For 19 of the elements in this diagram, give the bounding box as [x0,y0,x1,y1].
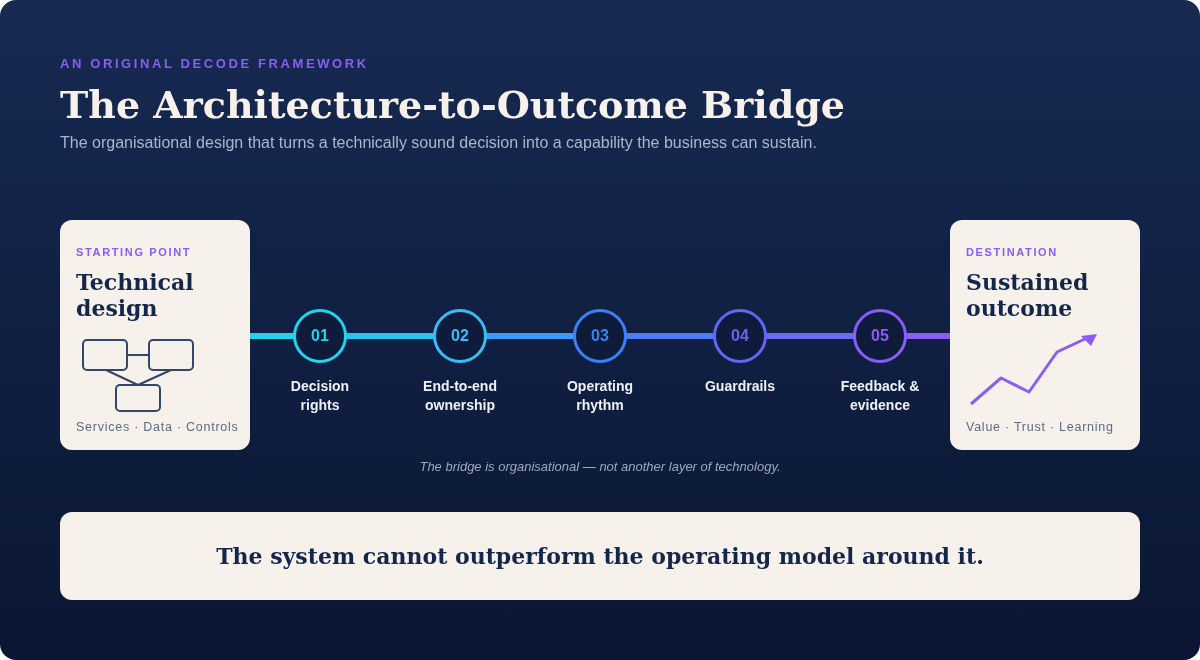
stage-card [950,220,1140,450]
subtitle: The organisational design that turns a technically sound decision into a capability the business can sustain. [60,133,817,153]
step-label: End-to-end ownership [422,377,498,415]
step-label: Operating rhythm [565,377,635,415]
step-label: Feedback & evidence [839,377,921,415]
note-text: The bridge is organisational — not another layer of technology. [419,458,781,476]
card-eyebrow: DESTINATION [966,245,1058,260]
card-footnote: Services · Data · Controls [76,419,239,437]
step-label: Guardrails [705,377,775,396]
eyebrow-text: AN ORIGINAL DECODE FRAMEWORK [60,55,369,73]
card-footnote: Value · Trust · Learning [966,419,1114,437]
card-eyebrow: STARTING POINT [76,245,192,260]
card-heading: Technical design [76,268,195,321]
card-heading: Sustained outcome [966,268,1090,321]
step-label: Decision rights [289,377,351,415]
takeaway-text: The system cannot outperform the operating model around it. [216,541,984,571]
stage-card [60,220,250,450]
title: The Architecture-to-Outcome Bridge [60,81,845,129]
takeaway-banner [60,512,1140,600]
